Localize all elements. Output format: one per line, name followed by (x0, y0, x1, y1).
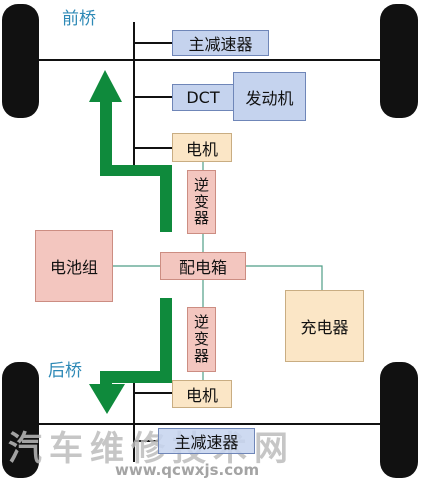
wire-box-charger (246, 265, 323, 290)
front-motor-box: 电机 (172, 133, 232, 162)
charger-label: 充电器 (300, 318, 349, 337)
rear-inverter-char-1: 逆 (193, 313, 209, 332)
engine-box: 发动机 (233, 72, 306, 121)
battery-label: 电池组 (49, 258, 98, 277)
front-reducer-box: 主减速器 (172, 30, 269, 56)
rear-inverter-char-3: 器 (193, 346, 209, 365)
front-axle-label: 前桥 (62, 9, 96, 29)
rear-reducer-label: 主减速器 (174, 433, 239, 452)
front-power-flow-arrow (89, 70, 172, 232)
front-inverter-char-3: 器 (193, 209, 209, 228)
front-inverter-char-2: 变 (193, 192, 209, 211)
front-motor-label: 电机 (185, 139, 218, 159)
rear-inverter-box: 逆 变 器 (187, 307, 216, 372)
front-inverter-box: 逆 变 器 (187, 170, 216, 234)
rear-power-flow-arrow (89, 298, 172, 414)
distribution-box-label: 配电箱 (178, 258, 227, 277)
distribution-box: 配电箱 (160, 252, 246, 280)
front-right-tire (380, 4, 418, 118)
front-inverter-char-1: 逆 (193, 175, 209, 194)
watermark-url: www.qcwxjs.com (115, 461, 259, 479)
rear-motor-box: 电机 (172, 380, 232, 408)
battery-box: 电池组 (35, 230, 113, 302)
rear-right-tire (380, 362, 418, 478)
engine-label: 发动机 (245, 88, 294, 108)
rear-reducer-box: 主减速器 (158, 428, 255, 454)
rear-motor-label: 电机 (185, 386, 218, 405)
dct-box: DCT (172, 84, 234, 111)
dct-label: DCT (186, 88, 220, 107)
rear-axle-label: 后桥 (48, 361, 82, 381)
rear-inverter-char-2: 变 (193, 330, 209, 349)
front-left-tire (2, 4, 39, 118)
rear-left-tire (2, 362, 39, 478)
charger-box: 充电器 (285, 290, 364, 362)
front-reducer-label: 主减速器 (188, 35, 253, 54)
